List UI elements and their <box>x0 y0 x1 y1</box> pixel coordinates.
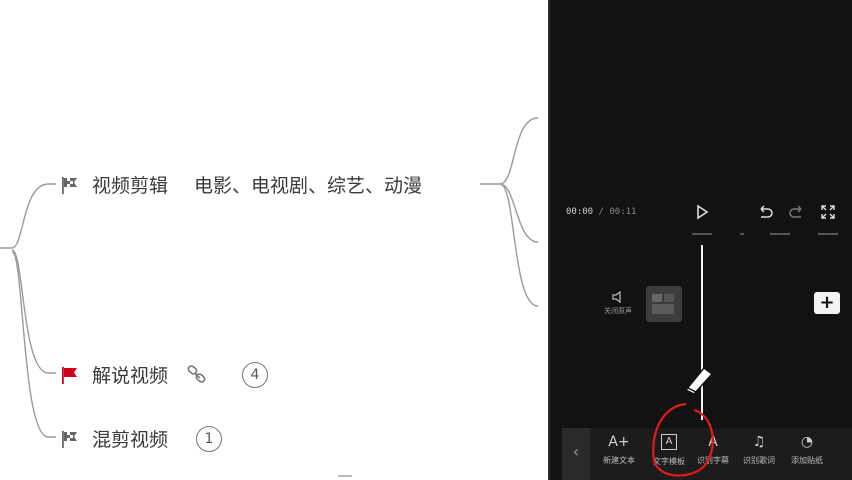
recognize-lyrics-icon: ♫ <box>752 434 766 450</box>
sticker-icon: ◔ <box>800 434 814 450</box>
tool-label: 新建文本 <box>603 456 635 465</box>
phone-video-editor: 00:00 / 00:11 关闭原声 + ‹ A+ <box>548 0 852 480</box>
count-badge: 4 <box>242 361 269 388</box>
timeline-ruler-mark <box>740 233 744 235</box>
cursor-icon <box>684 366 714 395</box>
tool-add-sticker[interactable]: ◔ 添加贴纸 <box>784 432 830 466</box>
speaker-icon <box>612 290 621 304</box>
mindmap-connectors <box>0 117 539 477</box>
text-template-icon: A <box>661 434 677 450</box>
toolbar-back-button[interactable]: ‹ <box>562 428 590 480</box>
node-detail: 电影、电视剧、综艺、动漫 <box>194 175 423 197</box>
tool-label: 识别字幕 <box>697 456 729 465</box>
tool-label: 识别歌词 <box>743 456 775 465</box>
play-icon[interactable] <box>693 203 711 221</box>
mute-audio-button[interactable]: 关闭原声 <box>598 290 638 316</box>
flag-icon <box>62 430 77 448</box>
node-label: 混剪视频 <box>92 429 169 451</box>
link-icon[interactable] <box>186 364 208 386</box>
node-commentary[interactable]: 解说视频 4 <box>60 361 269 388</box>
video-clip-thumbnail[interactable] <box>646 286 682 322</box>
time-display: 00:00 / 00:11 <box>566 207 636 217</box>
playhead[interactable] <box>701 245 703 420</box>
timeline-ruler-mark <box>770 233 790 235</box>
count-badge: 1 <box>196 425 223 452</box>
total-time: / 00:11 <box>598 207 637 217</box>
fullscreen-icon[interactable] <box>819 203 837 221</box>
tool-label: 文字模板 <box>653 457 685 466</box>
node-video-edit[interactable]: 视频剪辑 电影、电视剧、综艺、动漫 <box>60 171 422 198</box>
redo-icon[interactable] <box>788 203 806 221</box>
undo-icon[interactable] <box>756 203 774 221</box>
mute-audio-label: 关闭原声 <box>604 307 632 315</box>
node-label: 解说视频 <box>92 365 169 387</box>
red-annotation-circle <box>652 402 714 477</box>
flag-icon <box>62 176 77 194</box>
tool-label: 添加贴纸 <box>791 456 823 465</box>
timeline-ruler-mark <box>818 233 838 235</box>
new-text-icon: A+ <box>608 434 630 450</box>
tool-new-text[interactable]: A+ 新建文本 <box>596 432 642 466</box>
add-clip-button[interactable]: + <box>814 292 840 314</box>
red-flag-icon <box>62 366 77 384</box>
mindmap-canvas: 视频剪辑 电影、电视剧、综艺、动漫 解说视频 4 混剪视频 1 <box>0 117 539 477</box>
node-mashup[interactable]: 混剪视频 1 <box>60 425 223 452</box>
tool-recognize-lyrics[interactable]: ♫ 识别歌词 <box>736 432 782 466</box>
tool-text-template[interactable]: A 文字模板 <box>646 432 692 467</box>
current-time: 00:00 <box>566 207 594 217</box>
timeline-ruler-mark <box>692 233 712 235</box>
node-label: 视频剪辑 <box>92 175 169 197</box>
clip-frame <box>652 294 674 314</box>
text-toolbar: ‹ A+ 新建文本 A 文字模板 A 识别字幕 ♫ 识别歌词 ◔ 添加贴纸 <box>562 428 852 480</box>
